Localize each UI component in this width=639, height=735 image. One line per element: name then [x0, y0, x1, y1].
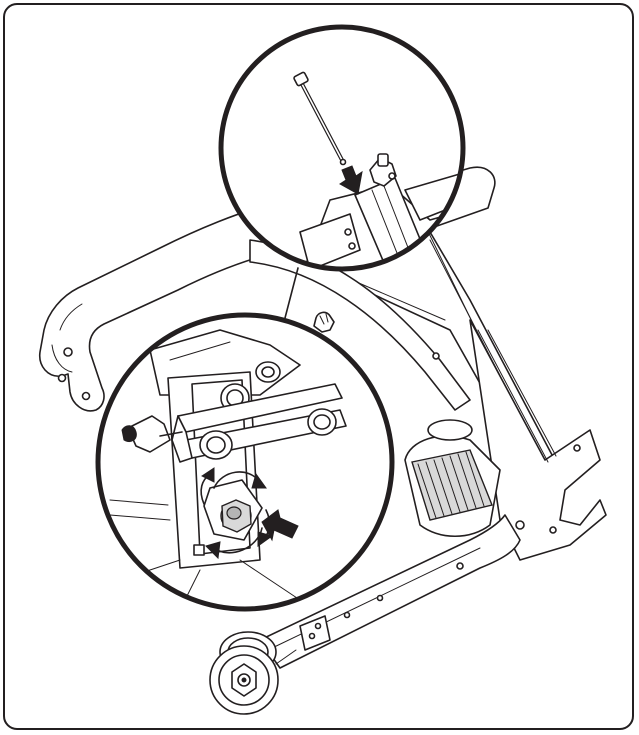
rail-bolt — [376, 594, 384, 602]
detail-circle-bottom — [95, 312, 395, 612]
side-rail — [469, 319, 607, 561]
detail-connector — [284, 267, 299, 319]
arm-bolt — [432, 352, 440, 360]
push-arrow-icon — [261, 509, 299, 542]
handle-bolt — [81, 391, 91, 401]
rail-bolt — [456, 562, 464, 570]
rail-bolt — [515, 520, 525, 530]
side-knob — [121, 415, 183, 453]
wheels — [209, 631, 297, 715]
motor — [404, 419, 501, 537]
rail-bolt — [573, 444, 581, 452]
rail-bolt — [549, 526, 557, 534]
base-bracket — [299, 615, 331, 651]
detail-circle-top — [218, 24, 466, 272]
push-arrow-icon — [339, 165, 363, 195]
rail-bolt — [343, 611, 351, 619]
handle-bar-upper — [38, 204, 271, 412]
handle-bolt — [63, 347, 73, 357]
hand-icon — [313, 311, 335, 333]
handle-bolt — [57, 373, 67, 383]
crossbar-bolts — [199, 408, 337, 460]
locking-pin — [293, 71, 347, 166]
machine-body — [38, 166, 607, 715]
adjustment-nut — [203, 479, 263, 541]
